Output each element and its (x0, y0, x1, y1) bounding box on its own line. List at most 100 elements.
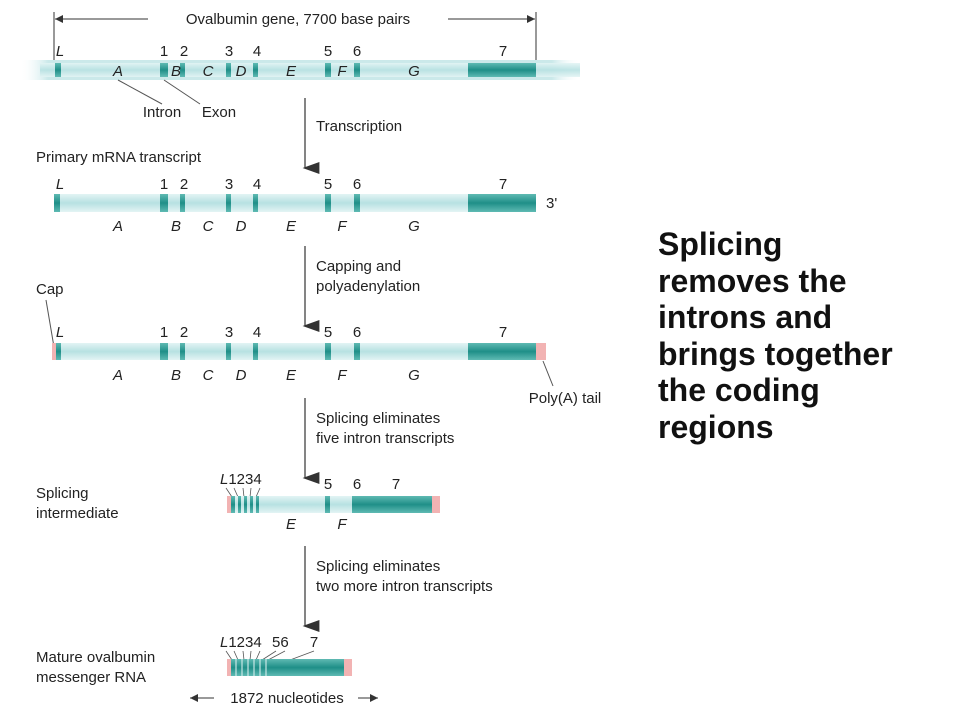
exon-7 (468, 63, 536, 77)
exon-label-7: 7 (499, 43, 507, 60)
intron-label-G: G (408, 63, 420, 80)
splicing-caption: Splicing removes the introns and brings … (658, 226, 948, 445)
exon-label-L: L (56, 176, 64, 193)
exon-label-3: 3 (225, 43, 233, 60)
exon-label-4: 4 (253, 176, 261, 193)
cap-label: Cap (36, 281, 64, 298)
splicing-intermediate-row: Splicing intermediate L1234 5 6 7 E F (36, 471, 440, 533)
gene-length-header: Ovalbumin gene, 7700 base pairs (53, 11, 537, 60)
capped-transcript-strand (54, 343, 536, 360)
exon-callout: Exon (202, 104, 236, 121)
exon-label-2: 2 (180, 324, 188, 341)
caption-line: the coding (658, 372, 820, 408)
mature-exon-7-label: 7 (310, 634, 318, 651)
mature-mrna-label-1: Mature ovalbumin (36, 649, 155, 666)
exon-label-6: 6 (353, 43, 361, 60)
splicing-intermediate-label-2: intermediate (36, 505, 119, 522)
intron-label-C: C (203, 218, 214, 235)
ovalbumin-gene-row: L 1 2 3 4 5 6 7 A B C D E F G Intron Exo… (20, 43, 580, 121)
mature-mrna-row: Mature ovalbumin messenger RNA L1234 56 … (36, 634, 378, 707)
intron-label-D: D (236, 367, 247, 384)
mature-exons-56-label: 56 (272, 634, 289, 651)
intron-label-B: B (171, 218, 181, 235)
caption-line: regions (658, 408, 774, 445)
exon-3 (226, 63, 231, 77)
exon-label-6: 6 (353, 176, 361, 193)
primary-transcript-row: Primary mRNA transcript L 1 2 3 4 5 6 7 … (36, 149, 557, 235)
three-prime-label: 3' (546, 195, 557, 212)
intermediate-exon-5-label: 5 (324, 476, 332, 493)
intron-label-F: F (337, 218, 347, 235)
length-right-arrowhead-icon (370, 694, 378, 702)
intron-label-F: F (337, 63, 347, 80)
exon-label-3: 3 (225, 324, 233, 341)
step-splicing-2a: Splicing eliminates (316, 558, 440, 575)
exon-callout-leader (163, 79, 201, 105)
exon-label-L: L (56, 324, 64, 341)
intron-label-G: G (408, 367, 420, 384)
step-polyadenylation: polyadenylation (316, 278, 420, 295)
exon-label-7: 7 (499, 176, 507, 193)
exon-label-4: 4 (253, 324, 261, 341)
mature-mrna-strand (230, 659, 344, 676)
exon-label-3: 3 (225, 176, 233, 193)
intermediate-exon-6-label: 6 (353, 476, 361, 493)
exon-label-5: 5 (324, 324, 332, 341)
exon-2 (180, 63, 185, 77)
polya-tail-label: Poly(A) tail (529, 390, 602, 407)
exon-label-5: 5 (324, 176, 332, 193)
mature-exons-label: L1234 (220, 634, 262, 651)
intron-callout-leader (117, 79, 163, 105)
caption-line: removes the (658, 262, 847, 299)
exon-label-1: 1 (160, 324, 168, 341)
exon-6 (354, 63, 360, 77)
exon-5 (325, 63, 331, 77)
step-splicing-1b: five intron transcripts (316, 430, 454, 447)
intron-label-G: G (408, 218, 420, 235)
intron-label-C: C (203, 63, 214, 80)
intron-label-F: F (337, 367, 347, 384)
step-splicing-1a: Splicing eliminates (316, 410, 440, 427)
gene-header-label: Ovalbumin gene, 7700 base pairs (186, 11, 410, 28)
exon-1 (160, 63, 168, 77)
intron-label-A: A (112, 367, 123, 384)
exon-label-4: 4 (253, 43, 261, 60)
capped-transcript-row: Cap L 1 2 3 4 5 6 7 A B C D E F G Poly(A… (36, 281, 601, 407)
exon-label-1: 1 (160, 176, 168, 193)
polya-callout-leader (542, 360, 554, 387)
intron-label-D: D (236, 63, 247, 80)
intron-label-B: B (171, 367, 181, 384)
exon-label-6: 6 (353, 324, 361, 341)
exon-label-1: 1 (160, 43, 168, 60)
intermediate-intron-E-label: E (286, 516, 297, 533)
intron-label-B: B (171, 63, 181, 80)
step-transcription: Transcription (316, 118, 402, 135)
exon-4 (253, 63, 258, 77)
intron-label-A: A (112, 218, 123, 235)
intermediate-exon-7-label: 7 (392, 476, 400, 493)
caption-line: Splicing (658, 226, 783, 262)
intron-label-E: E (286, 367, 297, 384)
left-arrowhead-icon (55, 15, 63, 23)
ovalbumin-splicing-diagram: Ovalbumin gene, 7700 base pairs L 1 2 3 … (20, 11, 601, 707)
polya-tail-marker (536, 343, 546, 360)
step-splicing-2b: two more intron transcripts (316, 578, 493, 595)
caption-line: brings together (658, 335, 893, 372)
right-arrowhead-icon (527, 15, 535, 23)
intron-callout: Intron (143, 104, 181, 121)
intermediate-exons-label: L1234 (220, 471, 262, 488)
primary-transcript-label: Primary mRNA transcript (36, 149, 202, 166)
exon-label-2: 2 (180, 176, 188, 193)
exon-label-7: 7 (499, 324, 507, 341)
primary-transcript-strand (54, 194, 536, 212)
caption-line: introns and (658, 299, 833, 335)
step-capping: Capping and (316, 258, 401, 275)
length-left-arrowhead-icon (190, 694, 198, 702)
exon-label-2: 2 (180, 43, 188, 60)
splicing-intermediate-label-1: Splicing (36, 485, 89, 502)
mature-length-label: 1872 nucleotides (230, 690, 343, 707)
intron-label-D: D (236, 218, 247, 235)
cap-callout-leader (45, 299, 55, 348)
cap-marker (52, 343, 56, 360)
intron-label-E: E (286, 63, 297, 80)
